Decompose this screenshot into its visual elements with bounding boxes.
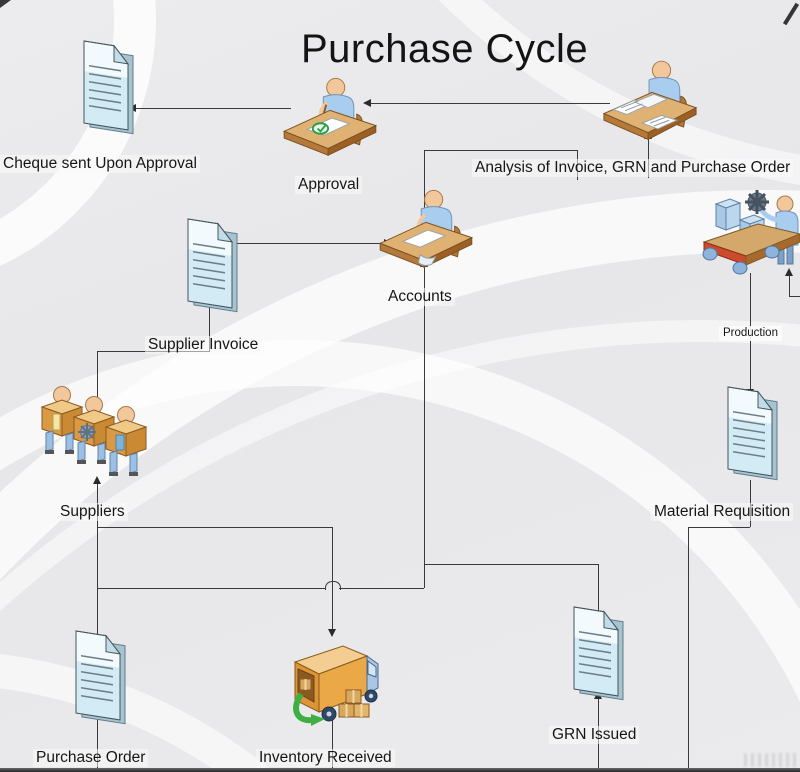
connector-edge-production xyxy=(789,296,800,297)
label-inventory-received: Inventory Received xyxy=(256,749,395,767)
connector-branch-left xyxy=(339,588,424,589)
connector-approval-cheque xyxy=(136,108,291,109)
connector-suppliers-truck xyxy=(97,527,332,528)
node-analysis-desk xyxy=(602,58,698,146)
node-purchase-order-document xyxy=(70,630,130,730)
people-boxes-icon xyxy=(40,386,148,476)
node-accounts-desk xyxy=(378,188,474,272)
label-material-requisition: Material Requisition xyxy=(651,503,794,521)
factory-worker-icon xyxy=(702,190,800,275)
page-title: Purchase Cycle xyxy=(301,27,589,71)
connector-grn-accounts xyxy=(424,267,425,588)
delivery-truck-icon xyxy=(293,645,379,726)
connector-grn-accounts xyxy=(598,564,599,611)
node-production-line xyxy=(700,180,800,284)
label-production: Production xyxy=(719,326,782,341)
line-hop xyxy=(325,581,341,590)
document-icon xyxy=(573,606,624,701)
document-icon xyxy=(83,40,134,135)
connector-po-suppliers xyxy=(97,484,98,637)
label-accounts: Accounts xyxy=(385,288,455,306)
node-grn-issued-document xyxy=(568,606,628,706)
connector-accounts-analysis xyxy=(424,150,425,218)
connector-edge-production xyxy=(789,276,790,296)
arrowhead xyxy=(92,476,101,484)
connector-truck-bottom xyxy=(332,712,333,768)
label-suppliers: Suppliers xyxy=(57,503,128,521)
label-analysis: Analysis of Invoice, GRN and Purchase Or… xyxy=(472,159,794,177)
node-cheque-document xyxy=(78,40,138,140)
watermark xyxy=(744,753,798,767)
connector-analysis-approval xyxy=(371,103,610,104)
connector-accounts-analysis xyxy=(648,139,649,178)
label-purchase-order: Purchase Order xyxy=(33,749,149,767)
arrowhead xyxy=(363,98,371,107)
connector-matreq-bottom xyxy=(688,527,689,768)
connector-suppliers-invoice xyxy=(97,351,98,401)
corner-mark xyxy=(0,0,11,8)
node-inventory-truck xyxy=(283,632,383,732)
video-letterbox-bar xyxy=(0,768,800,772)
arrowhead xyxy=(327,629,336,637)
label-approval: Approval xyxy=(295,176,363,194)
node-material-requisition-document xyxy=(722,386,782,486)
connector-grn-accounts xyxy=(424,564,598,565)
node-suppliers-group xyxy=(38,380,160,496)
node-supplier-invoice-document xyxy=(182,218,242,318)
desk-person-icon xyxy=(378,189,474,268)
label-supplier-invoice: Supplier Invoice xyxy=(145,336,262,354)
connector-branch-left xyxy=(97,588,325,589)
label-cheque: Cheque sent Upon Approval xyxy=(0,155,200,173)
connector-accounts-analysis xyxy=(424,150,577,151)
arrowhead xyxy=(784,268,793,276)
connector-matreq-bottom xyxy=(688,527,750,528)
connector-suppliers-invoice xyxy=(209,306,210,351)
desk-person-icon xyxy=(282,77,378,156)
connector-suppliers-truck xyxy=(332,527,333,629)
label-grn-issued: GRN Issued xyxy=(549,726,640,744)
document-icon xyxy=(727,386,778,481)
document-icon xyxy=(187,218,238,313)
connector-bottom-po xyxy=(97,717,98,768)
node-approval-desk xyxy=(282,76,378,160)
document-icon xyxy=(75,630,126,725)
desk-person-icon xyxy=(602,60,698,141)
corner-mark xyxy=(782,2,800,26)
connector-invoice-accounts xyxy=(226,243,384,244)
